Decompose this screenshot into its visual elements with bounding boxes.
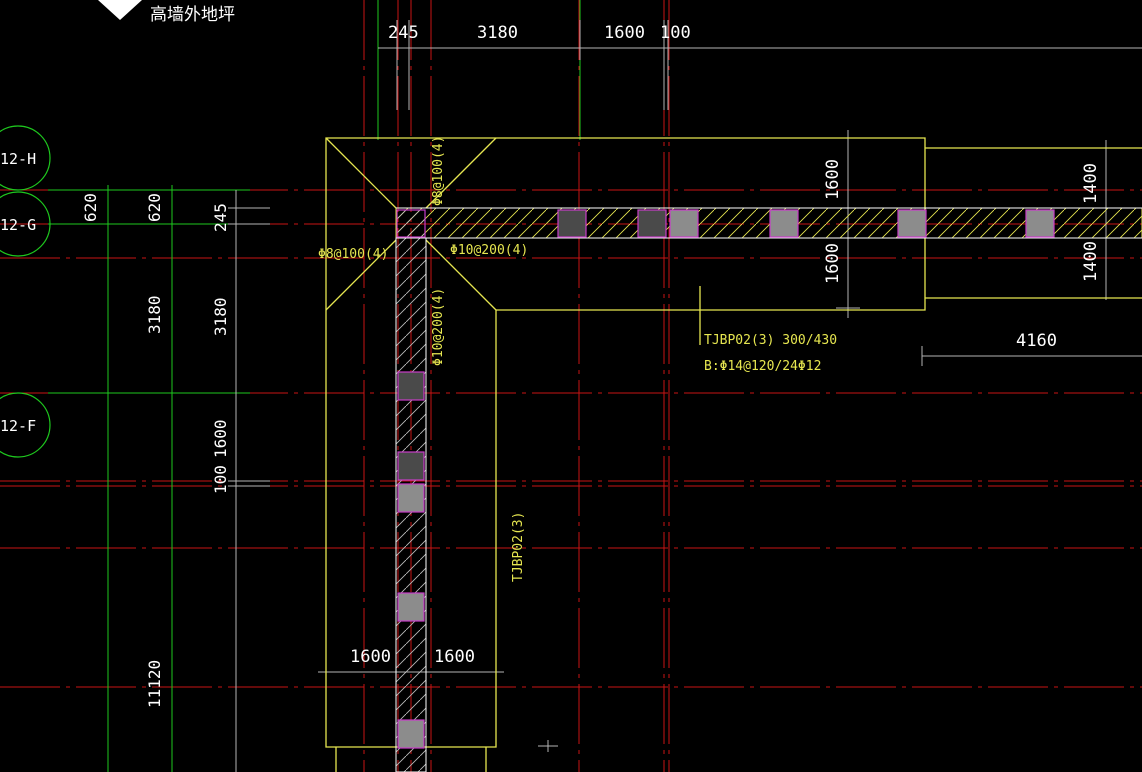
axis-label: 12-H bbox=[0, 150, 36, 168]
dim-top-1600: 1600 bbox=[604, 23, 645, 43]
annotation-beam-name: TJBP02(3) 300/430 bbox=[704, 333, 837, 348]
footing-outline bbox=[325, 137, 1142, 772]
annotation-stirrup-left: Φ8@100(4) bbox=[318, 247, 388, 262]
dim-left-inner-245: 245 bbox=[211, 203, 230, 232]
dim-right-upper: 1400 bbox=[1081, 163, 1101, 204]
annotation-stirrup-top-vertical: Φ8@100(4) bbox=[431, 136, 446, 206]
dim-beam-side-upper: 1600 bbox=[823, 159, 843, 200]
dim-left-outer-11120: 11120 bbox=[145, 660, 164, 708]
beam-blocks-vertical bbox=[397, 371, 425, 749]
axis-label: 12-F bbox=[0, 417, 36, 435]
annotation-stirrup-vertical: Φ10@200(4) bbox=[431, 288, 446, 366]
axis-label: 12-G bbox=[0, 216, 36, 234]
dim-top-245: 245 bbox=[388, 23, 419, 43]
beam-blocks-horizontal bbox=[396, 209, 1055, 238]
green-grid-lines bbox=[48, 0, 581, 772]
dim-bottom-right: 1600 bbox=[434, 647, 475, 667]
horizontal-beam bbox=[395, 207, 1142, 239]
axis-bubble-12-f: 12-F bbox=[0, 392, 51, 458]
dim-left-inner-1600: 1600 bbox=[211, 419, 230, 458]
axis-bubble-12-h: 12-H bbox=[0, 125, 51, 191]
dim-beam-side-lower: 1600 bbox=[823, 243, 843, 284]
dim-left-inner-3180: 3180 bbox=[211, 297, 230, 336]
annotation-stirrup-corner: Φ10@200(4) bbox=[450, 243, 528, 258]
dim-top-3180: 3180 bbox=[477, 23, 518, 43]
dim-left-outer-3180: 3180 bbox=[145, 295, 164, 334]
dim-top-100: 100 bbox=[660, 23, 691, 43]
axis-bubble-12-g: 12-G bbox=[0, 191, 51, 257]
dim-right-lower: 1400 bbox=[1081, 241, 1101, 282]
annotation-beam-rebar: B:Φ14@120/24Φ12 bbox=[704, 359, 821, 374]
header-title: 高墙外地坪 bbox=[150, 5, 235, 25]
dim-left-inner-100: 100 bbox=[211, 465, 230, 494]
dim-right-horizontal: 4160 bbox=[1016, 331, 1057, 351]
dim-left-inner-620: 620 bbox=[145, 193, 164, 222]
horizontal-axis-lines bbox=[0, 189, 1142, 688]
dim-bottom-left: 1600 bbox=[350, 647, 391, 667]
annotation-beam-vertical: TJBP02(3) bbox=[511, 512, 526, 582]
triangle-marker-icon bbox=[98, 0, 142, 20]
dim-left-outer-620: 620 bbox=[81, 193, 100, 222]
